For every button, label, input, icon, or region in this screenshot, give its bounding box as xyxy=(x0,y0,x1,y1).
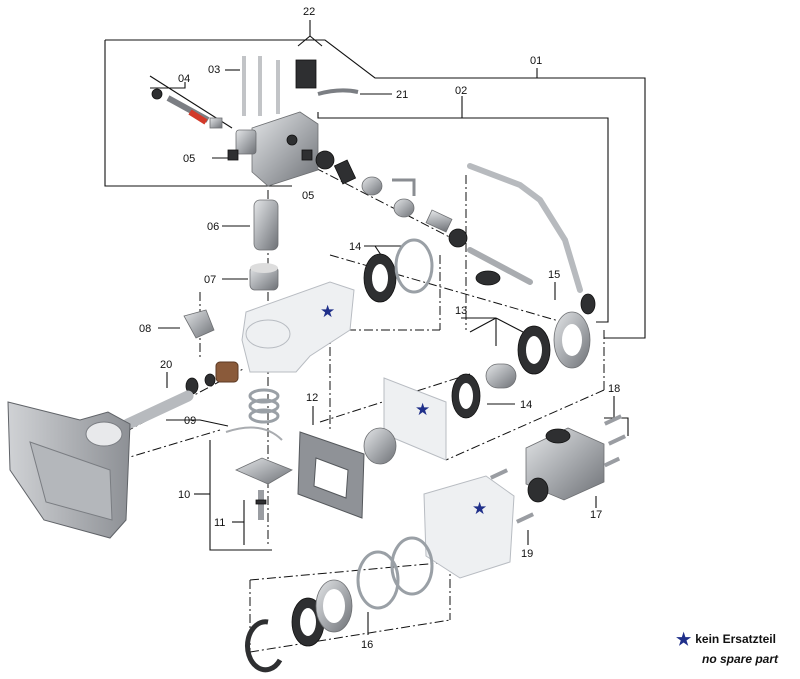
bearing-set-16 xyxy=(245,536,434,673)
label-07: 07 xyxy=(204,274,216,286)
star-icon: ★ xyxy=(472,499,487,519)
part-number-labels: 22 01 03 04 21 02 05 05 06 14 07 15 13 0… xyxy=(139,6,620,651)
label-06: 06 xyxy=(207,221,219,233)
label-08: 08 xyxy=(139,323,151,335)
leader-lines xyxy=(104,20,646,635)
ghost-housing-13 xyxy=(363,377,447,465)
rings-14-15 xyxy=(363,238,591,419)
label-09: 09 xyxy=(184,415,196,427)
label-18: 18 xyxy=(608,383,620,395)
label-21: 21 xyxy=(396,89,408,101)
label-12: 12 xyxy=(306,392,318,404)
small-parts-center xyxy=(122,199,293,520)
label-02: 02 xyxy=(455,85,467,97)
ghost-housing-center xyxy=(241,281,355,373)
legend-german-text: kein Ersatzteil xyxy=(695,632,776,646)
plate-12 xyxy=(297,431,365,519)
label-10: 10 xyxy=(178,489,190,501)
no-spare-part-stars: ★ ★ ★ xyxy=(320,302,487,519)
label-15: 15 xyxy=(548,269,560,281)
label-20: 20 xyxy=(160,359,172,371)
spring-assembly-04 xyxy=(151,88,223,129)
legend-german-row: ★kein Ersatzteil xyxy=(676,630,800,650)
label-17: 17 xyxy=(590,509,602,521)
label-11: 11 xyxy=(214,517,225,529)
label-19: 19 xyxy=(521,548,533,560)
label-14a: 14 xyxy=(349,241,361,253)
star-icon: ★ xyxy=(415,400,430,420)
label-05b: 05 xyxy=(302,190,314,202)
label-01: 01 xyxy=(530,55,542,67)
label-16: 16 xyxy=(361,639,373,651)
label-13: 13 xyxy=(455,305,467,317)
housing-plate-09 xyxy=(7,401,131,539)
label-05a: 05 xyxy=(183,153,195,165)
star-icon: ★ xyxy=(320,302,335,322)
label-03: 03 xyxy=(208,64,220,76)
pump-17 xyxy=(525,414,627,503)
legend: ★kein Ersatzteil no spare part xyxy=(676,630,800,666)
label-04: 04 xyxy=(178,73,190,85)
star-icon: ★ xyxy=(676,630,692,649)
label-14b: 14 xyxy=(520,399,532,411)
ghost-housing-19 xyxy=(423,468,535,579)
lever-shaft-parts xyxy=(315,150,596,315)
top-valve-block xyxy=(227,56,359,187)
legend-english-text: no spare part xyxy=(702,652,779,666)
label-22: 22 xyxy=(303,6,315,18)
